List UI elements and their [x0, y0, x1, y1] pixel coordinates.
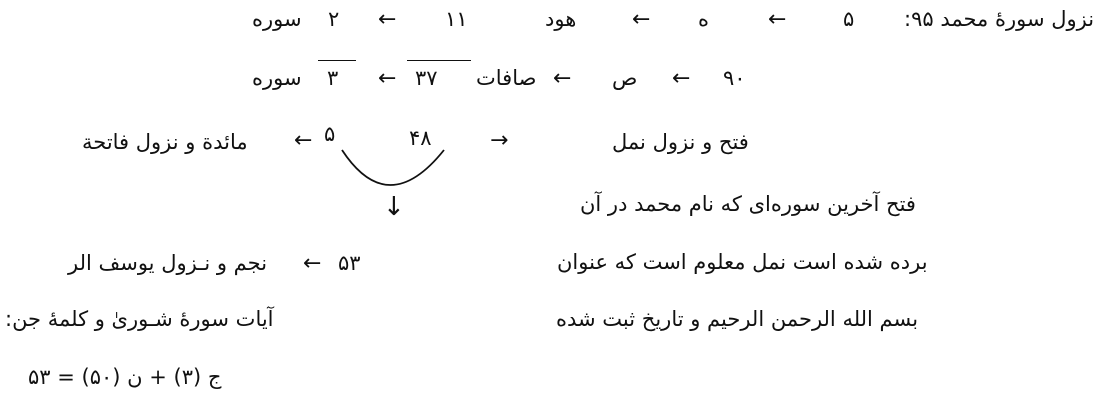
connector-curve — [341, 149, 445, 186]
line1-token-2: ۲ — [328, 7, 340, 31]
line2-arrow-1: ← — [672, 66, 691, 91]
connector-arc — [341, 149, 445, 186]
line2-arrow-2: ← — [553, 66, 572, 91]
line1-token-5: ۵ — [843, 7, 855, 31]
line1-token-hud: هود — [545, 7, 577, 31]
paragraph-line-2: برده شده است نمل معلوم است که عنوان — [557, 250, 928, 274]
line1-label: نزول سورهٔ محمد ۹۵: — [904, 7, 1094, 31]
line1-arrow-1: ← — [768, 7, 787, 32]
line3-right-arrow: → — [490, 128, 509, 153]
line1-token-sura: سوره — [252, 7, 302, 31]
paragraph-line-1: فتح آخرین سوره‌ای که نام محمد در آن — [580, 192, 916, 216]
line6-right-text: آیات سورهٔ شـوریٰ و کلمهٔ جن: — [5, 307, 274, 331]
paragraph-line-3: بسم الله الرحمن الرحیم و تاریخ ثبت شده — [556, 307, 919, 331]
line2-token-90: ۹۰ — [723, 66, 746, 90]
overline-3 — [318, 60, 356, 61]
line3-left-arrow: ← — [294, 128, 313, 153]
line5-num-53: ۵۳ — [338, 251, 361, 275]
line5-text: نجم و نـزول یوسف الر — [68, 251, 268, 275]
line1-token-h: ه — [698, 7, 710, 31]
line1-arrow-2: ← — [632, 7, 651, 32]
line2-token-sad: ص — [612, 66, 638, 90]
line2-token-3: ۳ — [327, 66, 339, 90]
line3-num-5: ۵ — [324, 122, 336, 146]
down-arrow: ↓ — [383, 192, 405, 222]
formula: ج (۳) + ن (۵۰) = ۵۳ — [28, 365, 222, 389]
line2-token-saffat: صافات — [476, 66, 537, 90]
line2-token-sura: سوره — [252, 66, 302, 90]
line1-token-11: ۱۱ — [445, 7, 468, 31]
line2-token-37: ۳۷ — [415, 66, 438, 90]
line3-num-48: ۴۸ — [409, 126, 432, 150]
line1-arrow-3: ← — [378, 7, 397, 32]
line2-arrow-3: ← — [378, 66, 397, 91]
line3-right-label: مائدة و نزول فاتحة — [82, 130, 248, 154]
line3-left-label: فتح و نزول نمل — [612, 130, 749, 154]
overline-37 — [407, 60, 471, 61]
line5-arrow: ← — [303, 251, 322, 276]
